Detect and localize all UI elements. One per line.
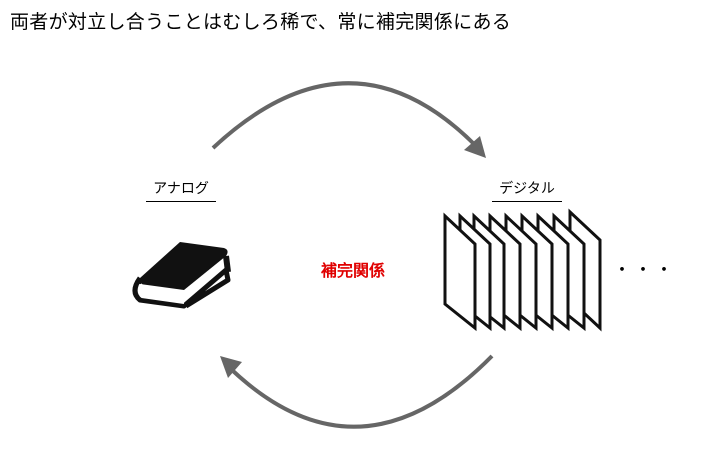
analog-label-text: アナログ <box>153 181 209 197</box>
book-icon <box>132 242 231 309</box>
stacked-pages-icon <box>443 208 602 332</box>
complementary-label: 補完関係 <box>320 261 385 280</box>
page-title: 両者が対立し合うことはむしろ稀で、常に補完関係にある <box>10 11 512 33</box>
digital-label-text: デジタル <box>499 181 555 197</box>
top-arc-arrow <box>211 81 486 158</box>
digital-underline <box>492 201 562 202</box>
analog-underline <box>146 201 216 202</box>
digital-label: デジタル <box>492 180 562 202</box>
ellipsis-text: ・・・ <box>613 260 676 281</box>
bottom-arc-arrow <box>220 354 494 429</box>
analog-label: アナログ <box>146 180 216 202</box>
